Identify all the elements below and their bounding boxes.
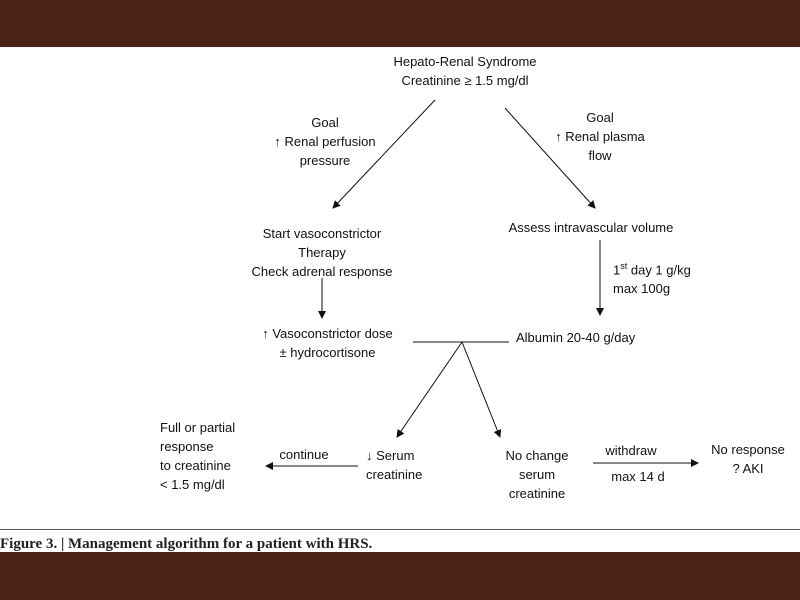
top-banner [0,0,800,47]
figure-caption: Figure 3. | Management algorithm for a p… [0,536,373,552]
arrow-merge-to-nochange [461,341,502,438]
node-hepato-renal-syndrome: Hepato-Renal Syndrome Creatinine ≥ 1.5 m… [380,52,550,90]
arrow-root-to-volume [504,107,596,209]
node-albumin-maintenance: Albumin 20-40 g/day [516,330,636,345]
node-no-response: No response ? AKI [711,442,785,476]
bottom-banner [0,552,800,600]
node-goal-plasma-flow: Goal ↑ Renal plasma flow [555,110,645,163]
node-serum-decrease: ↓ Serum creatinine [366,448,423,482]
label-max-duration: max 14 d [611,469,665,484]
arrow-root-to-vaso [332,99,436,209]
node-vasoconstrictor-dose: ↑ Vasoconstrictor dose ± hydrocortisone [262,326,393,360]
node-full-response: Full or partial response to creatinine <… [160,420,236,492]
node-no-change: No change serum creatinine [505,448,569,501]
root-criterion: Creatinine ≥ 1.5 mg/dl [401,73,529,88]
node-goal-perfusion: Goal ↑ Renal perfusion pressure [274,115,376,168]
caption-rule [0,529,800,530]
node-assess-volume: Assess intravascular volume [508,220,674,235]
root-title: Hepato-Renal Syndrome [393,54,537,69]
node-start-vasoconstrictor: Start vasoconstrictor Therapy Check adre… [251,226,393,279]
label-continue: continue [279,447,329,462]
arrow-merge-to-serum [396,341,463,438]
node-albumin-loading-dose: 1st day 1 g/kg max 100g [613,261,691,297]
label-withdraw: withdraw [605,443,657,458]
